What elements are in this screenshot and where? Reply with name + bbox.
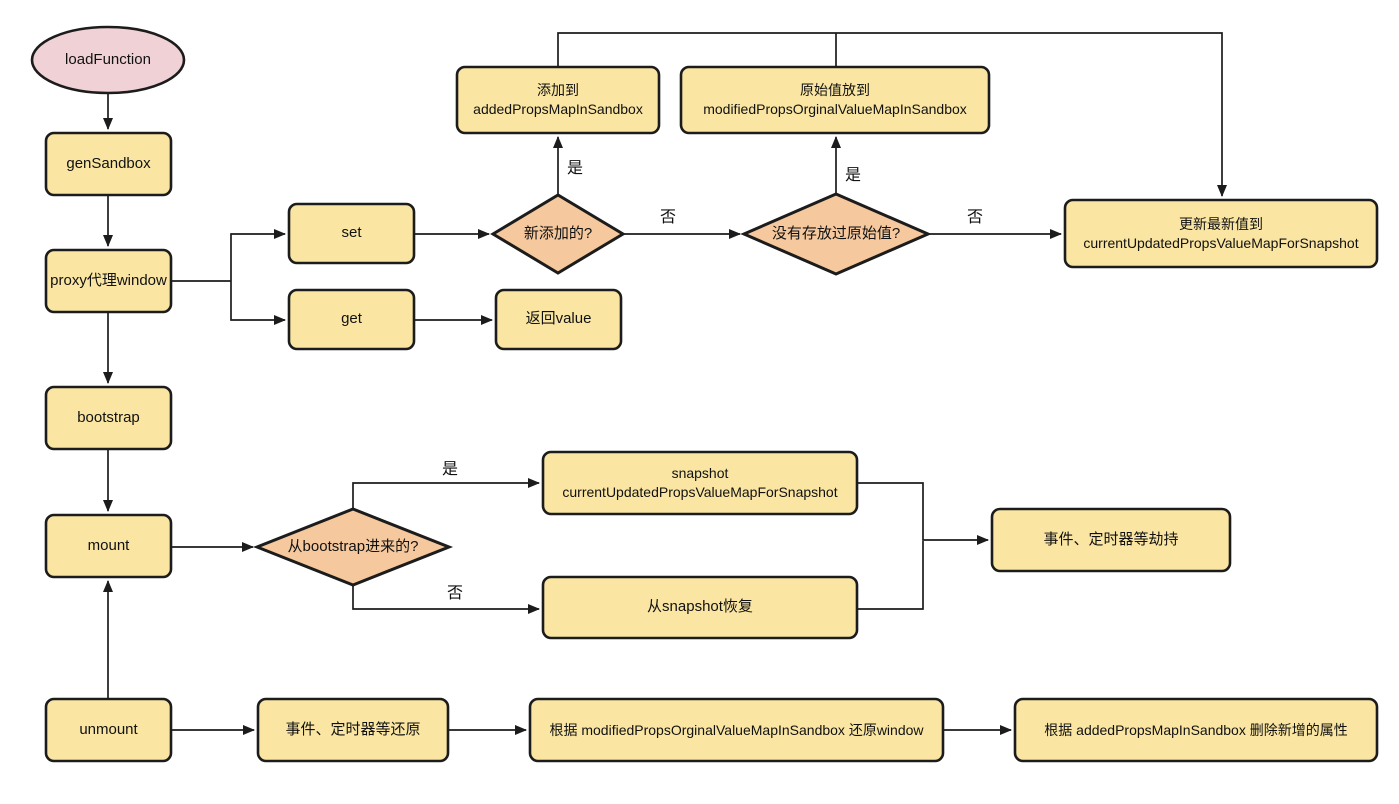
hijack-events-box [990,507,1232,573]
from-bootstrap-diamond [252,507,454,587]
load-function-ellipse [30,25,186,95]
return-value-box [494,288,623,351]
restore-from-snapshot-box [541,575,859,640]
bootstrap-box [44,385,173,451]
set-box [287,202,416,265]
save-original-value-box [679,65,991,135]
original-not-stored-diamond [740,192,932,276]
delete-added-props-box [1013,697,1379,763]
restore-events-box [256,697,450,763]
unmount-box [44,697,173,763]
update-latest-value-box [1063,198,1379,269]
edge-branch-get [230,281,286,325]
edge-restore-join-hijack [857,541,924,610]
restore-window-box [528,697,945,763]
edge-frombootstrap-yes-snapshot [352,478,540,509]
snapshot-current-box [541,450,859,516]
edge-branch-set [230,229,286,281]
get-box [287,288,416,351]
edge-frombootstrap-no-restore [352,585,540,614]
add-to-added-props-box [455,65,661,135]
edge-snapshot-hijack [857,482,989,545]
proxy-window-box [44,248,173,314]
is-newly-added-diamond [490,193,626,275]
mount-box [44,513,173,579]
gen-sandbox-box [44,131,173,197]
edge-addedprops-top-updatelatest [557,32,1227,197]
